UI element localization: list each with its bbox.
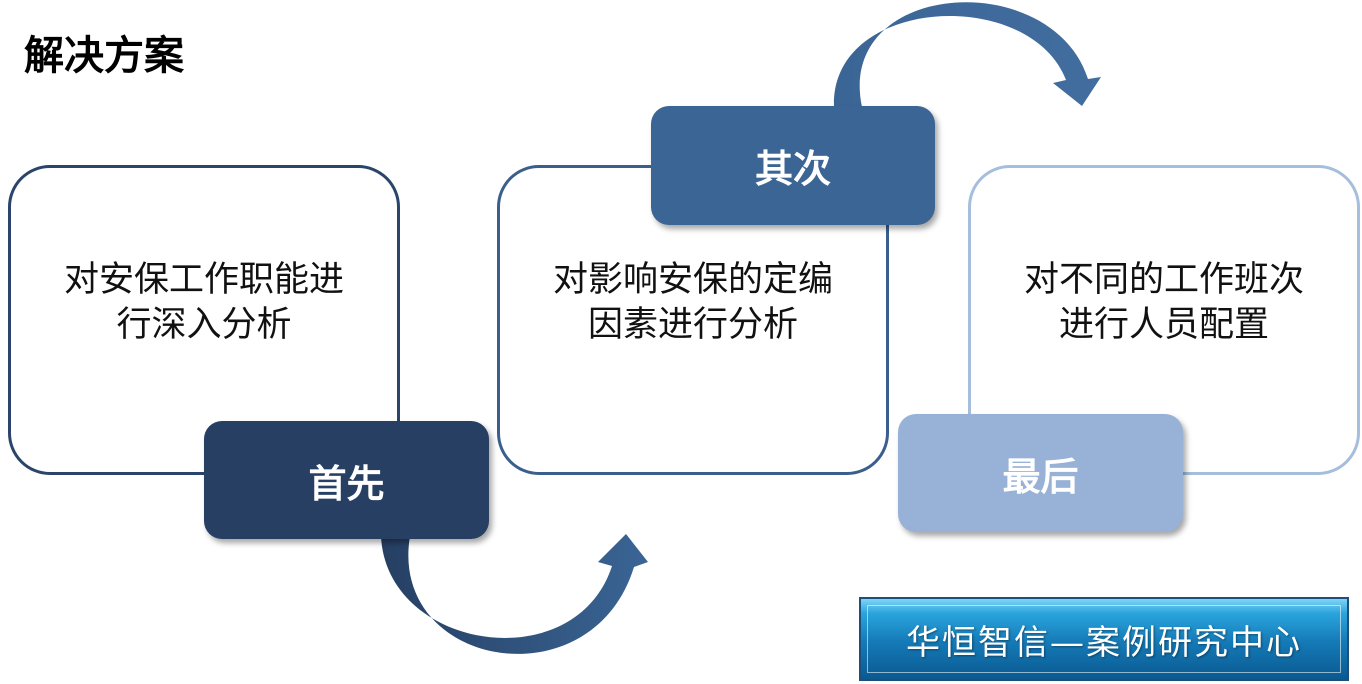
step-2-text-line1: 对影响安保的定编 (552, 260, 833, 300)
footer-badge: 华恒智信—案例研究中心 (859, 597, 1349, 681)
step-1-text-line2: 行深入分析 (116, 305, 292, 345)
step-2-text-line2: 因素进行分析 (587, 305, 798, 345)
step-3-text-line2: 进行人员配置 (1058, 305, 1269, 345)
step-3-text-line1: 对不同的工作班次 (1023, 260, 1304, 300)
step-2-tag: 其次 (651, 106, 935, 225)
footer-text: 华恒智信—案例研究中心 (867, 605, 1341, 673)
curved-arrow-lower (381, 534, 648, 654)
slide-title: 解决方案 (24, 33, 184, 79)
step-3-description: 对不同的工作班次 进行人员配置 (1004, 258, 1324, 348)
step-2-description: 对影响安保的定编 因素进行分析 (533, 258, 853, 348)
step-3-tag: 最后 (898, 414, 1183, 532)
step-1-text-line1: 对安保工作职能进 (63, 260, 344, 300)
step-1-description: 对安保工作职能进 行深入分析 (44, 258, 364, 348)
curved-arrow-upper (833, 2, 1101, 107)
step-1-tag: 首先 (204, 421, 489, 539)
